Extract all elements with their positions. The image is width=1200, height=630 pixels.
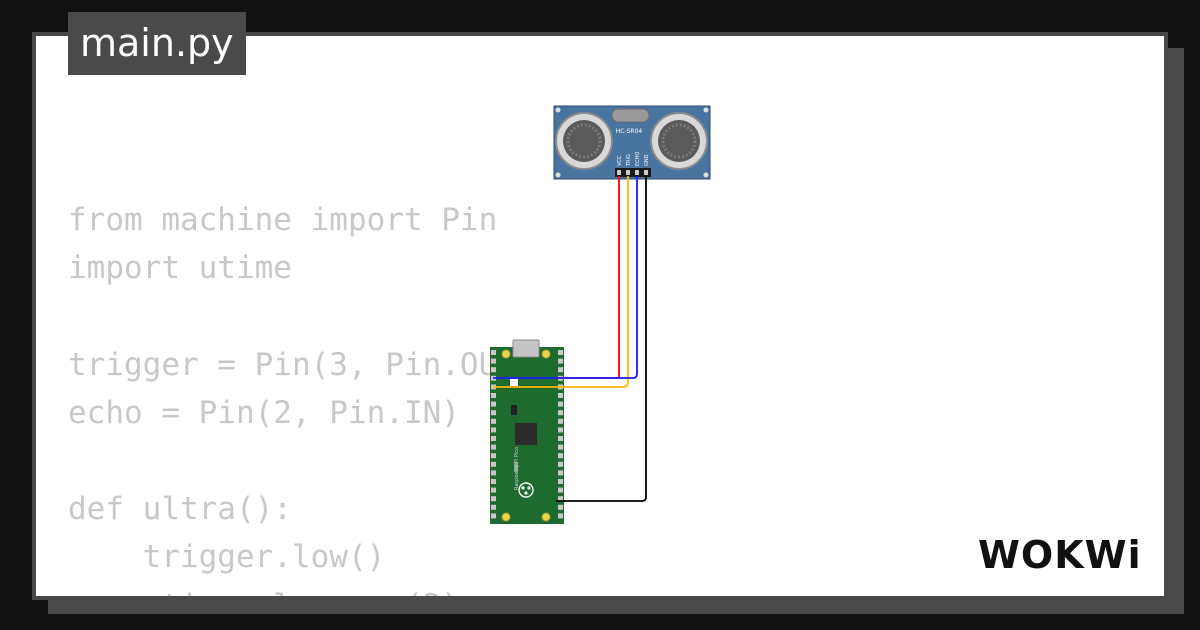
code-line-2: import utime — [68, 250, 292, 287]
header-pin — [558, 461, 563, 467]
header-pin — [558, 453, 563, 459]
code-line-9: utime.sleep_us(2) — [68, 582, 535, 597]
gnd-wire[interactable] — [556, 176, 647, 502]
header-pin — [491, 358, 496, 364]
wokwi-logo-text: WOKWi — [978, 533, 1142, 576]
board-label-mark — [514, 462, 518, 472]
transducer-left-grille — [566, 123, 602, 159]
code-line-8: trigger.low() — [68, 539, 386, 576]
header-pin — [491, 401, 496, 407]
pin-label-trig: TRIG — [626, 154, 632, 167]
pin-label-gnd: GND — [644, 154, 650, 166]
header-pin — [491, 496, 496, 502]
header-pin — [491, 444, 496, 450]
header-pin — [558, 496, 563, 502]
mount-hole — [501, 349, 511, 359]
file-tab[interactable]: main.py — [68, 12, 246, 75]
header-pin — [491, 453, 496, 459]
ultrasonic-sensor[interactable]: HC-SR04 VCC TRIG ECHO GND — [553, 105, 711, 180]
wires — [493, 176, 647, 502]
sensor-model-label: HC-SR04 — [616, 128, 643, 135]
header-pin — [491, 410, 496, 416]
mount-hole — [541, 512, 551, 522]
code-line-7: def ultra(): — [68, 491, 292, 528]
vcc-wire[interactable] — [555, 176, 620, 379]
header-pin — [558, 444, 563, 450]
sensor-pin — [635, 170, 639, 175]
raspberry-logo-dot — [527, 486, 531, 490]
header-pin — [491, 436, 496, 441]
header-pin — [491, 487, 496, 493]
mount-hole — [501, 512, 511, 522]
sensor-mount-hole — [555, 107, 561, 113]
header-pin — [558, 479, 563, 484]
header-pin — [558, 513, 563, 519]
header-pin — [491, 367, 496, 373]
header-pin — [558, 418, 563, 424]
header-pin — [491, 418, 496, 424]
header-pin — [558, 401, 563, 407]
header-pin — [558, 358, 563, 364]
crystal-oscillator — [611, 108, 650, 123]
raspberry-logo-icon — [518, 482, 534, 498]
pico-board[interactable]: Raspberry Pi Pico — [490, 339, 564, 524]
echo-wire[interactable] — [493, 176, 638, 379]
header-pin — [491, 393, 496, 398]
board-name-label: Raspberry Pi Pico — [514, 447, 520, 490]
code-line-5: echo = Pin(2, Pin.IN) — [68, 394, 460, 431]
header-pin — [558, 504, 563, 510]
chip-small — [511, 405, 517, 415]
sensor-pin — [617, 170, 621, 175]
header-pin — [491, 504, 496, 510]
trig-wire[interactable] — [493, 176, 629, 388]
sensor-pin — [644, 170, 648, 175]
pico-pins-left — [491, 350, 496, 519]
code-preview: from machine import Pin import utime trigg… — [68, 196, 535, 597]
header-pin — [491, 479, 496, 484]
header-pin — [491, 470, 496, 476]
pin-label-echo: ECHO — [635, 152, 641, 166]
sensor-mount-hole — [555, 172, 561, 178]
header-pin — [558, 367, 563, 373]
pin-label-vcc: VCC — [617, 155, 623, 166]
header-pin — [558, 470, 563, 476]
code-line-1: from machine import Pin — [68, 202, 498, 238]
sensor-pin — [626, 170, 630, 175]
raspberry-logo-dot — [524, 491, 528, 495]
header-pin — [558, 393, 563, 398]
usb-connector — [512, 339, 540, 358]
sensor-header — [615, 168, 651, 177]
header-pin — [558, 350, 563, 355]
code-line-4: trigger = Pin(3, Pin.OUT) — [68, 346, 535, 383]
bootsel-button — [510, 379, 518, 386]
header-pin — [558, 436, 563, 441]
sensor-mount-hole — [703, 107, 709, 113]
pico-pins-right — [558, 350, 563, 519]
header-pin — [558, 427, 563, 433]
header-pin — [558, 487, 563, 493]
raspberry-logo-dot — [521, 486, 525, 490]
header-pin — [491, 513, 496, 519]
header-pin — [491, 427, 496, 433]
header-pin — [558, 410, 563, 416]
mount-hole — [541, 349, 551, 359]
header-pin — [491, 350, 496, 355]
header-pin — [491, 461, 496, 467]
rp2040-chip — [515, 423, 537, 445]
wokwi-logo[interactable]: WOKWi — [976, 528, 1152, 576]
transducer-right-grille — [661, 123, 697, 159]
sensor-mount-hole — [703, 172, 709, 178]
